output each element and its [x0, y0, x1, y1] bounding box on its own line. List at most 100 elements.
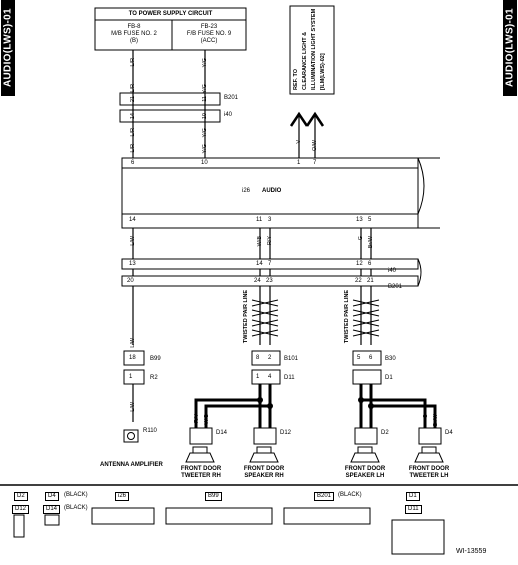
- conn-i40-top: i40: [224, 112, 233, 118]
- b99-pin-18: 18: [129, 355, 136, 361]
- b201-pin-21: 21: [367, 278, 374, 284]
- wire-lw-1: L/W: [130, 236, 136, 246]
- wire-label-yg-mid: Y/G: [202, 128, 208, 138]
- legend-d11: D11: [405, 505, 422, 514]
- audio-pin-6: 6: [131, 160, 135, 166]
- i40-pin-6: 6: [368, 261, 372, 267]
- speaker-rh-l2: SPEAKER RH: [244, 473, 284, 479]
- conn-b99: B99: [150, 356, 161, 362]
- twisted-pair-lh: TWISTED PAIR LINE: [344, 290, 350, 344]
- speaker-lh-l2: SPEAKER LH: [345, 473, 385, 479]
- conn-r2: R2: [150, 375, 158, 381]
- b30-pin-6: 6: [369, 355, 373, 361]
- wire-brw-tw: Br/W: [433, 414, 439, 427]
- conn-d4: D4: [445, 430, 453, 436]
- pin-14-i40: 14: [130, 113, 136, 120]
- audio-pin-5: 5: [368, 217, 372, 223]
- figure-id: WI-13559: [456, 548, 487, 555]
- wire-ry-1: R/Y: [267, 236, 273, 246]
- conn-d11: D11: [284, 375, 295, 381]
- pin-11-b201: 11: [202, 96, 208, 102]
- legend-i26: i26: [115, 492, 130, 501]
- wire-brw-1: Br/W: [368, 236, 374, 249]
- legend-d4: D4: [45, 492, 59, 501]
- fuse-right-line3: (ACC): [200, 38, 218, 44]
- b101-pin-9: 2: [268, 355, 272, 361]
- audio-pin-1: 1: [297, 160, 301, 166]
- legend-d1: D1: [406, 492, 420, 501]
- wire-g-1: G: [358, 236, 364, 241]
- b201-pin-24: 24: [254, 278, 261, 284]
- audio-label: AUDIO: [262, 188, 282, 194]
- speaker-rh-l1: FRONT DOOR: [243, 466, 285, 472]
- i40-pin-14: 14: [256, 261, 263, 267]
- legend-d14-black: (BLACK): [64, 505, 88, 511]
- legend-b201: B201: [314, 492, 335, 501]
- conn-b201-mid: B201: [388, 284, 403, 290]
- conn-i40-mid: i40: [388, 268, 397, 274]
- wire-lw-3: L/W: [130, 402, 136, 412]
- fuse-right-line1: FB-23: [200, 24, 218, 30]
- legend-d14: D14: [43, 505, 61, 514]
- audio-pin-14: 14: [129, 217, 136, 223]
- legend-d4-black: (BLACK): [64, 492, 88, 498]
- wire-label-lr-mid: L/R: [130, 128, 136, 137]
- i40-pin-7: 7: [268, 261, 272, 267]
- d11-pin-4: 4: [268, 374, 272, 380]
- b201-pin-20: 20: [127, 278, 134, 284]
- legend-d2: D2: [14, 492, 28, 501]
- conn-d1: D1: [385, 375, 393, 381]
- wire-ry-tw: R/Y: [194, 414, 200, 424]
- antenna-amplifier-label: ANTENNA AMPLIFIER: [100, 462, 163, 468]
- ref-line1: REF. TO: [293, 69, 299, 90]
- pin-21-b201: 21: [130, 96, 136, 103]
- b201-pin-22: 22: [355, 278, 362, 284]
- ref-line4: [ILM(LWS)-02]: [320, 53, 326, 90]
- twisted-pair-rh: TWISTED PAIR LINE: [243, 290, 249, 344]
- audio-conn-id: i26: [242, 188, 251, 194]
- legend-b201-black: (BLACK): [338, 492, 362, 498]
- wire-label-yg-top: Y/G: [202, 58, 208, 68]
- fuse-right-line2: F/B FUSE NO. 9: [186, 31, 232, 37]
- speaker-lh-l1: FRONT DOOR: [344, 466, 386, 472]
- tweeter-lh-l2: TWEETER LH: [409, 473, 449, 479]
- power-box-title: TO POWER SUPPLY CIRCUIT: [128, 11, 213, 17]
- tweeter-rh-l2: TWEETER RH: [181, 473, 221, 479]
- wire-label-yg-b201: Y/G: [202, 84, 208, 94]
- wire-wb-tw: W/B: [204, 414, 210, 425]
- conn-d12: D12: [280, 430, 292, 436]
- i40-pin-13: 13: [129, 261, 136, 267]
- wire-label-lr-top: L/R: [130, 58, 136, 67]
- b101-pin-8: 8: [256, 355, 260, 361]
- fuse-left-line1: FB-8: [127, 24, 141, 30]
- d11-pin-1: 1: [256, 374, 260, 380]
- ref-line2: CLEARANCE LIGHT &: [302, 31, 308, 90]
- audio-pin-7: 7: [313, 160, 317, 166]
- audio-pin-13: 13: [356, 217, 363, 223]
- wire-label-lr-low: L/R: [130, 144, 136, 153]
- fuse-left-line3: (B): [130, 38, 138, 44]
- wire-label-ow: O/W: [312, 140, 318, 151]
- conn-b201-top: B201: [224, 95, 239, 101]
- pin-10-i40: 10: [202, 113, 208, 120]
- wire-label-v: V: [296, 140, 302, 144]
- wire-lw-2: L/W: [130, 338, 136, 348]
- wire-label-lr-b201: L/R: [130, 84, 136, 93]
- wire-label-yg-low: Y/G: [202, 144, 208, 154]
- conn-d2: D2: [381, 430, 389, 436]
- wire-wb-1: W/B: [257, 236, 263, 247]
- conn-b101: B101: [284, 356, 299, 362]
- legend-b99: B99: [205, 492, 222, 501]
- tweeter-rh-l1: FRONT DOOR: [180, 466, 222, 472]
- audio-pin-11: 11: [256, 217, 263, 223]
- conn-d14: D14: [216, 430, 228, 436]
- audio-pin-3: 3: [268, 217, 272, 223]
- r2-pin-1: 1: [129, 374, 133, 380]
- tweeter-lh-l1: FRONT DOOR: [408, 466, 450, 472]
- b201-pin-23: 23: [266, 278, 273, 284]
- b30-pin-5: 5: [357, 355, 361, 361]
- audio-pin-10: 10: [201, 160, 208, 166]
- wire-g-tw: G: [423, 414, 429, 419]
